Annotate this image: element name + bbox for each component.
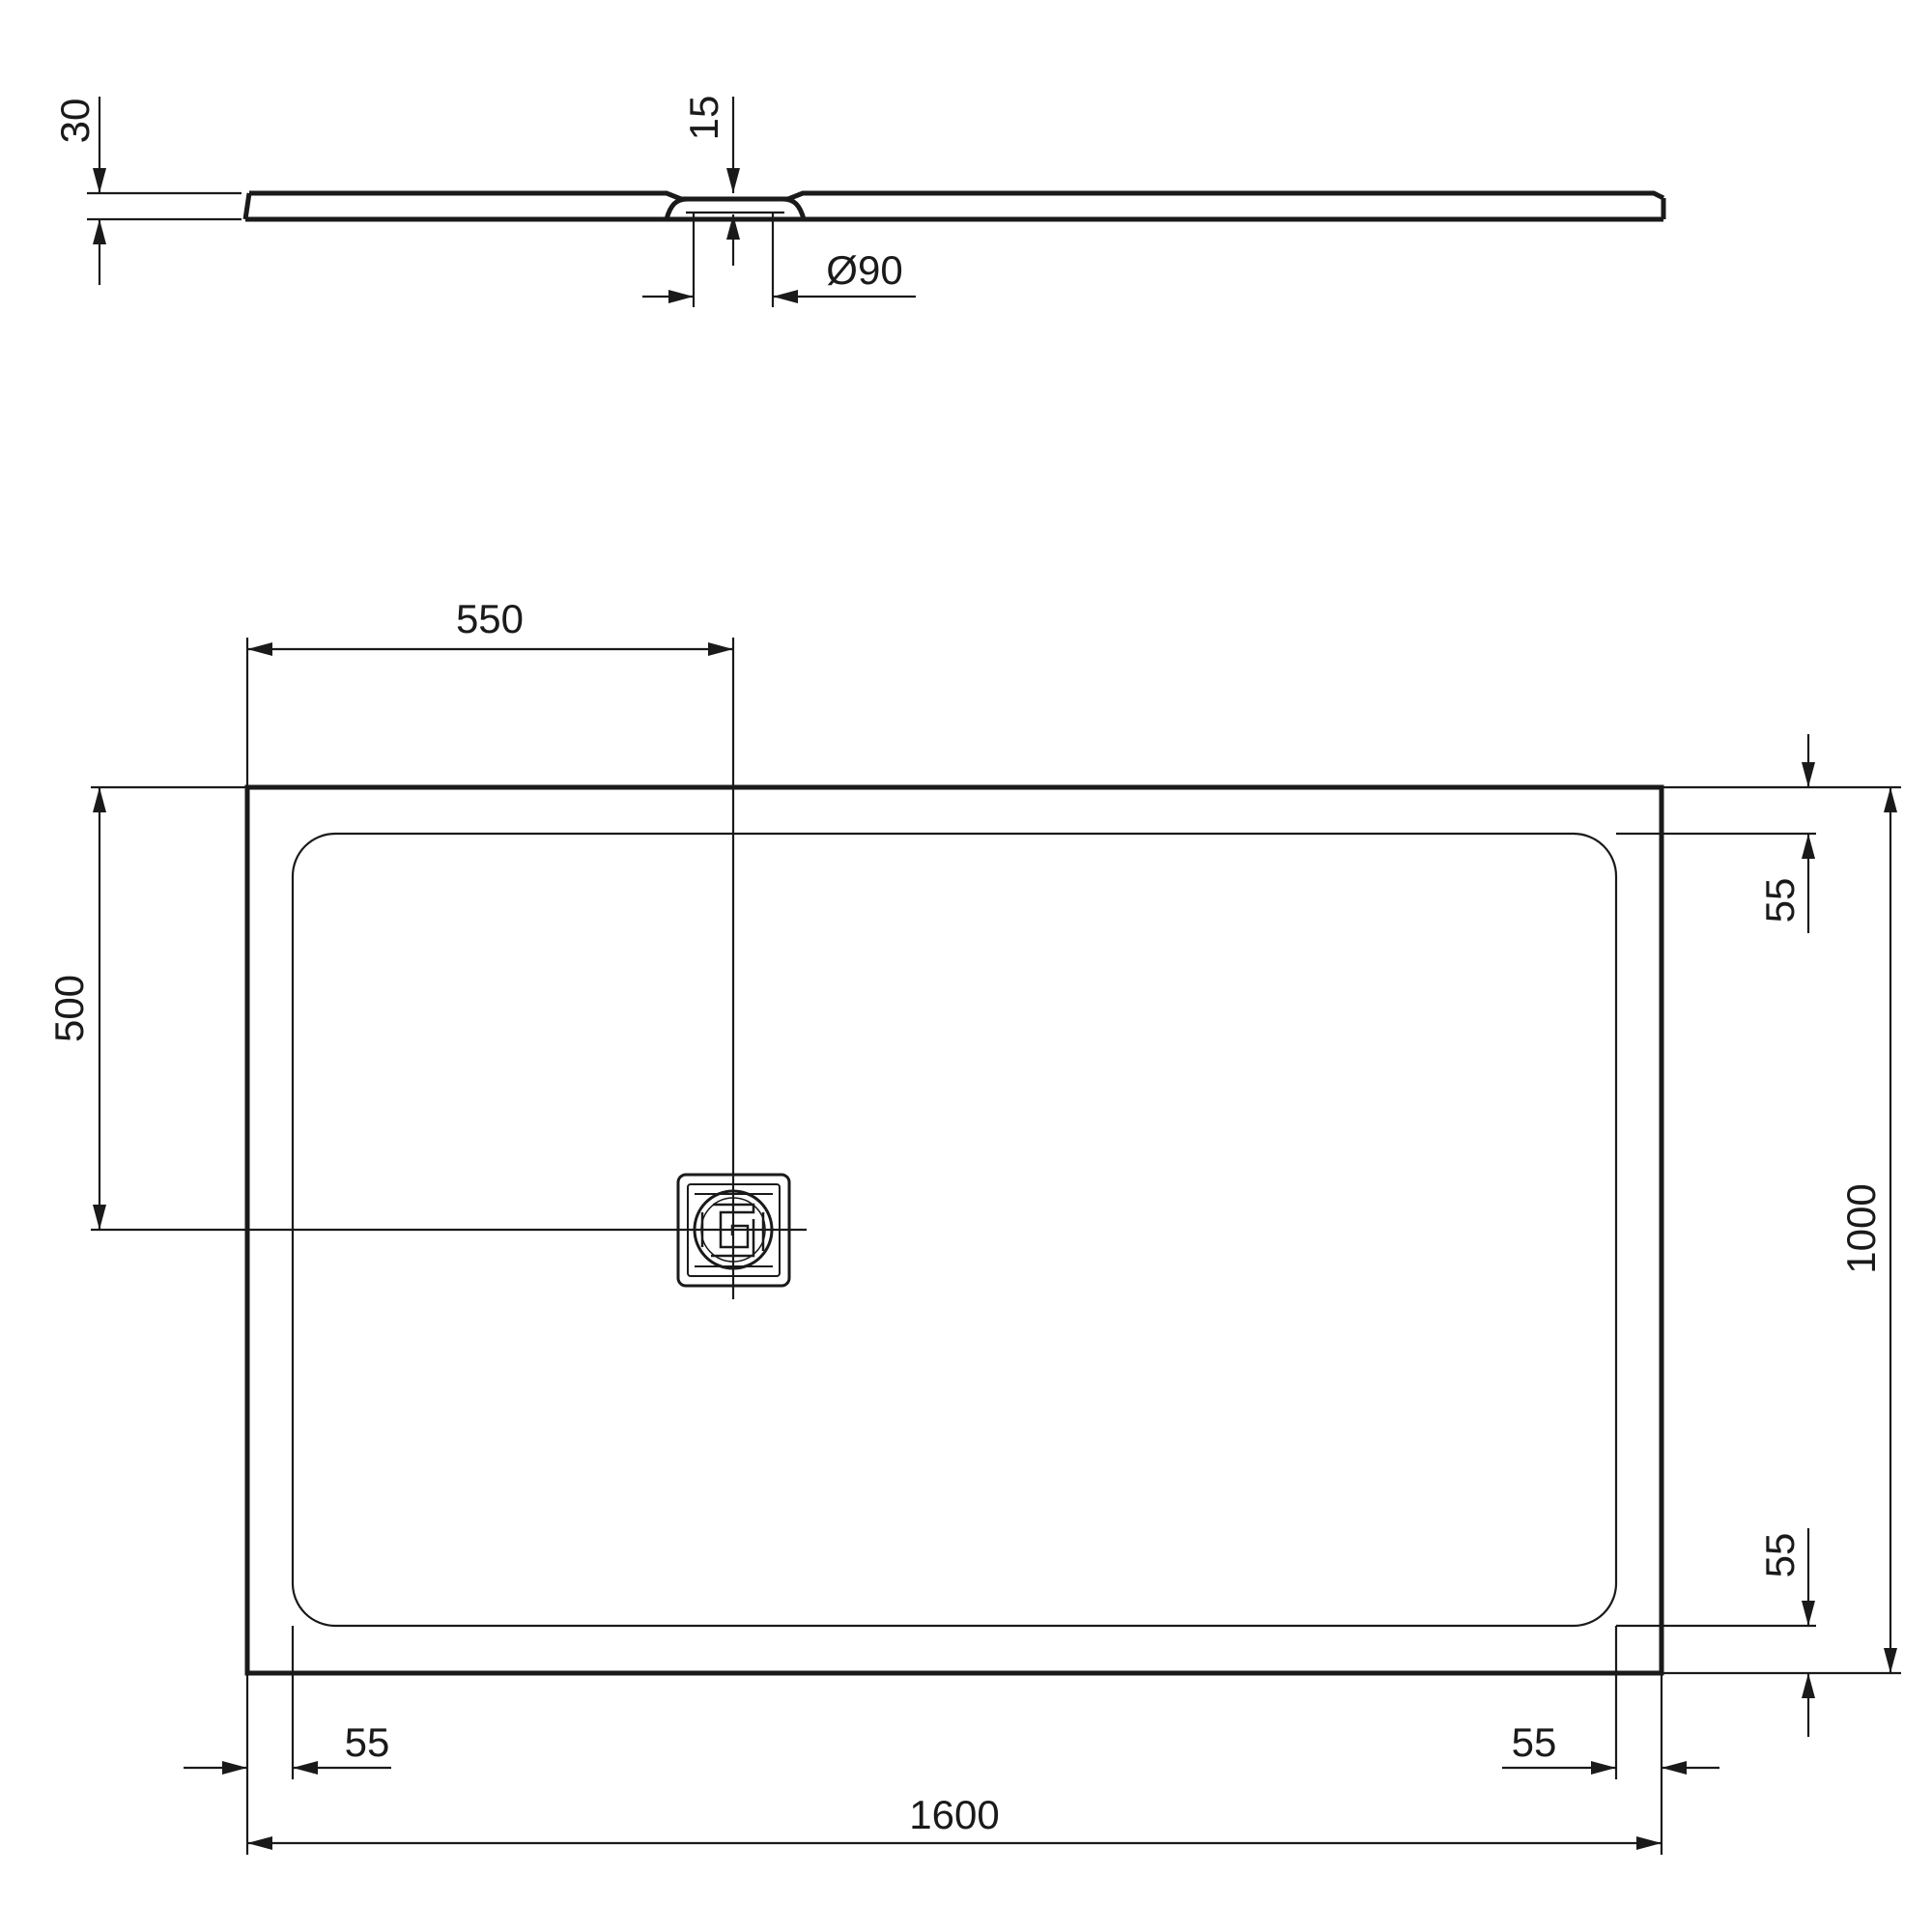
rim-top-dimension: 55 — [1616, 734, 1816, 933]
rim-bottom-dimension: 55 — [1616, 1528, 1816, 1737]
arrowhead — [1591, 1761, 1616, 1775]
arrowhead — [1884, 1648, 1897, 1673]
rim-left-label: 55 — [345, 1719, 390, 1765]
overall-width-label: 1600 — [909, 1792, 999, 1837]
plan-view: 550 500 1600 1000 — [46, 596, 1901, 1855]
arrowhead — [93, 1205, 106, 1230]
arrowhead — [247, 642, 272, 656]
tray-side-profile — [242, 190, 1666, 222]
drain-diameter-label: Ø90 — [826, 247, 902, 293]
waste-offset-x-label: 550 — [456, 596, 524, 641]
arrowhead — [1802, 834, 1815, 859]
rim-bottom-label: 55 — [1757, 1533, 1803, 1578]
arrowhead — [93, 168, 106, 193]
arrowhead — [1884, 787, 1897, 812]
arrowhead — [773, 290, 798, 303]
arrowhead — [1802, 1601, 1815, 1626]
waste-offset-x-dimension: 550 — [245, 596, 733, 787]
arrowhead — [293, 1761, 318, 1775]
arrowhead — [247, 1836, 272, 1850]
arrowhead — [1802, 1673, 1815, 1698]
arrowhead — [1662, 1761, 1687, 1775]
arrowhead — [1802, 762, 1815, 787]
waste-offset-y-label: 500 — [46, 975, 92, 1042]
rim-top-label: 55 — [1757, 878, 1803, 923]
overall-depth-label: 1000 — [1838, 1183, 1884, 1273]
arrowhead — [93, 787, 106, 812]
arrowhead — [1636, 1836, 1662, 1850]
drain-diameter-dimension: Ø90 — [642, 213, 916, 307]
side-view: 30 15 Ø90 — [52, 96, 1666, 307]
rim-right-dimension: 55 — [1502, 1626, 1719, 1779]
overall-width-dimension: 1600 — [245, 1673, 1663, 1855]
overall-depth-dimension: 1000 — [1662, 785, 1901, 1675]
arrowhead — [668, 290, 694, 303]
arrowhead — [93, 219, 106, 244]
drain-depth-label: 15 — [681, 96, 726, 141]
thickness-dimension: 30 — [52, 97, 242, 285]
rim-right-label: 55 — [1512, 1719, 1557, 1765]
arrowhead — [222, 1761, 247, 1775]
drain-depth-dimension: 15 — [681, 96, 740, 266]
thickness-label: 30 — [52, 99, 98, 144]
arrowhead — [708, 642, 733, 656]
rim-left-dimension: 55 — [184, 1626, 391, 1779]
waste-offset-y-dimension: 500 — [46, 785, 247, 1230]
arrowhead — [726, 168, 740, 193]
